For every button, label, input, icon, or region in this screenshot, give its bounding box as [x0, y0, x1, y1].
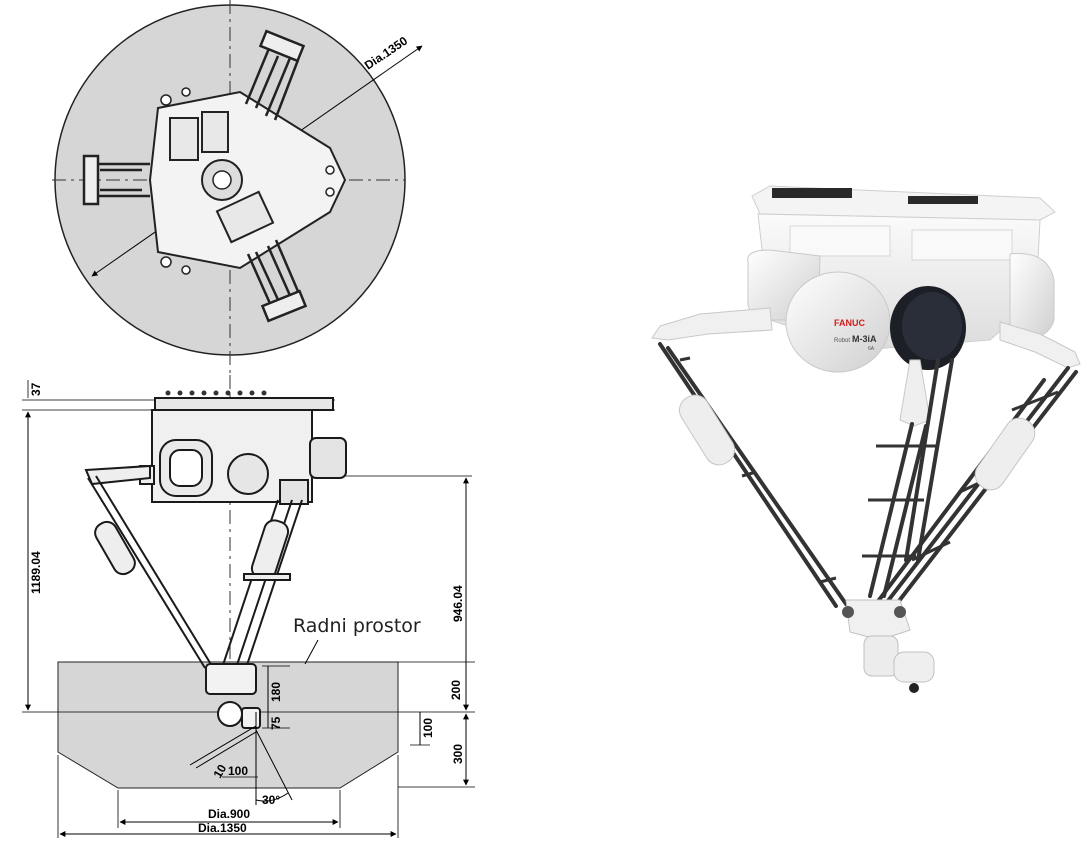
top-view-arm-lower — [246, 239, 308, 323]
robot-body-panel-2 — [911, 229, 1013, 261]
top-view: Dia.1350 — [52, 0, 423, 380]
dim-75-label: 75 — [269, 716, 283, 730]
side-view-tool-axis — [189, 725, 257, 766]
top-view-motor-box — [169, 117, 199, 161]
robot-top-pad-2 — [908, 196, 978, 204]
dim-100-side-label: 100 — [421, 718, 435, 738]
side-view-arm-left — [84, 464, 213, 669]
top-view-arm-left — [82, 154, 150, 206]
top-view-motor-box — [201, 111, 229, 153]
robot-model-prefix: Robot — [834, 338, 850, 344]
top-view-diameter-label: Dia.1350 — [362, 33, 410, 72]
work-area-label: Radni prostor — [293, 615, 421, 637]
side-view-robot-body — [139, 390, 347, 503]
robot-body-panel — [789, 225, 891, 257]
dim-envelope-lower-label: 300 — [451, 744, 465, 764]
dim-angle-label: 30° — [262, 793, 280, 807]
robot-top-pad — [772, 188, 852, 198]
dim-reach-height-label: 946.04 — [451, 585, 465, 622]
side-view-angle-arc — [255, 792, 289, 802]
side-view-arm-right — [221, 479, 309, 669]
robot-rod-cover-left — [678, 394, 736, 466]
robot-photo: FANUC Robot M-3iA 6A — [651, 185, 1081, 693]
robot-upper-arm-center — [899, 359, 931, 427]
side-view: Radni prostor 37 1189.04 946.04 200 300 … — [22, 375, 475, 838]
top-view-arm-upper — [244, 29, 306, 121]
dim-dia-inner-label: Dia.900 — [208, 807, 250, 821]
dim-180-label: 180 — [269, 682, 283, 702]
top-view-mount-holes — [160, 87, 335, 275]
dim-10-label: 10 — [210, 762, 229, 781]
dim-envelope-upper-label: 200 — [449, 680, 463, 700]
robot-end-effector — [842, 599, 935, 693]
side-view-end-effector — [205, 663, 261, 729]
top-view-motor-box — [215, 190, 275, 244]
side-view-angle-line — [255, 729, 293, 801]
robot-model: M-3iA — [852, 334, 877, 344]
dim-100-bottom-label: 100 — [228, 764, 248, 778]
work-area-leader — [304, 639, 319, 665]
robot-upper-arm-right — [999, 321, 1081, 369]
robot-brand: FANUC — [834, 318, 865, 328]
robot-upper-arm-left — [651, 307, 773, 341]
robot-motor-front — [785, 271, 891, 373]
top-view-hub-core — [212, 170, 232, 190]
robot-rod-cover-right — [974, 417, 1036, 491]
side-view-tool-axis-2 — [195, 731, 257, 769]
dim-top-label: 37 — [29, 382, 43, 396]
robot-forearm-rods — [658, 342, 1078, 612]
dim-dia-outer-label: Dia.1350 — [198, 821, 247, 835]
dim-total-height-label: 1189.04 — [29, 551, 43, 594]
robot-motor-dark-ring — [902, 292, 962, 360]
robot-model-suffix: 6A — [868, 346, 875, 352]
